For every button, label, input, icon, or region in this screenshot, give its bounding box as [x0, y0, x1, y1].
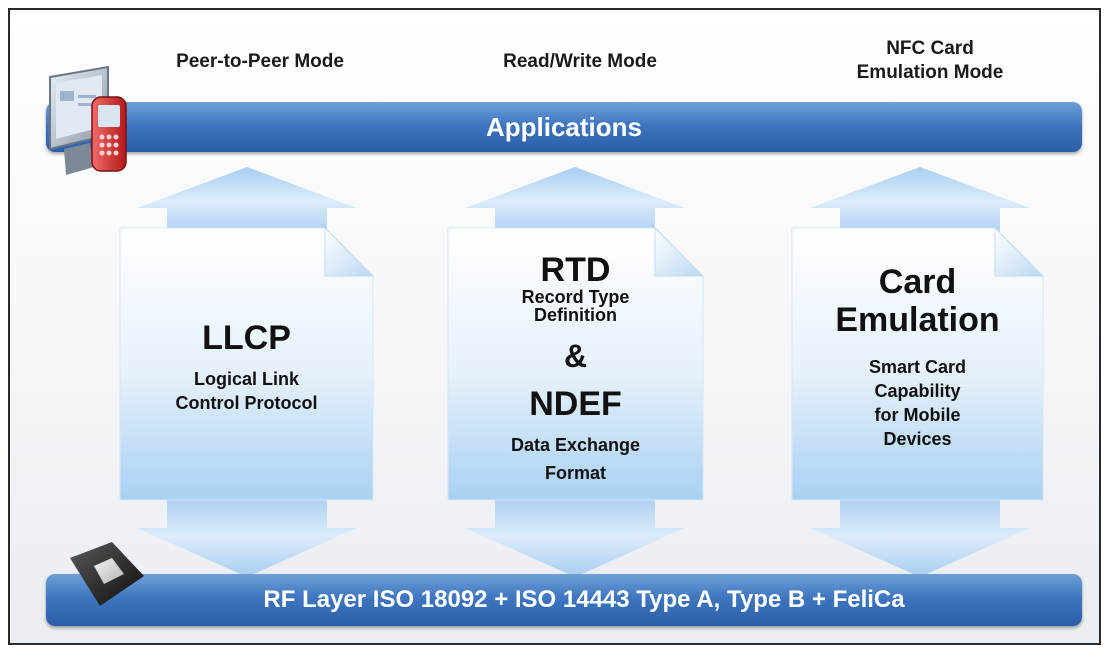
ndef-title: NDEF — [529, 385, 622, 423]
llcp-line1: Logical Link — [193, 369, 299, 389]
card-document-shape — [791, 226, 1045, 501]
up-arrow-3 — [810, 167, 1030, 236]
card-title1: Card — [878, 263, 957, 301]
mode-peer-to-peer: Peer-to-Peer Mode — [176, 51, 344, 72]
down-arrow-3 — [810, 496, 1030, 577]
llcp-document: LLCP Logical Link Control Protocol — [120, 228, 373, 500]
card-emulation-document: Card Emulation Smart Card Capability for… — [792, 228, 1043, 500]
card-line4: Devices — [883, 429, 952, 449]
mode-card-emulation: NFC Card Emulation Mode — [800, 37, 1060, 85]
card-line1: Smart Card — [868, 357, 967, 377]
mode-card-emulation-line2: Emulation Mode — [856, 62, 1004, 83]
ndef-sub1: Data Exchange — [510, 435, 641, 455]
chip-icon — [70, 542, 144, 606]
down-arrow-2 — [465, 496, 685, 577]
card-line2: Capability — [874, 381, 961, 401]
card-line3: for Mobile — [874, 405, 961, 425]
down-arrow-1 — [137, 496, 357, 577]
llcp-document-shape — [119, 226, 375, 501]
rtd-document-shape — [447, 226, 705, 501]
llcp-title: LLCP — [202, 319, 291, 357]
rtd-ampersand: & — [563, 338, 588, 374]
ndef-sub2: Format — [544, 463, 606, 483]
up-arrow-2 — [465, 167, 685, 236]
rf-layer-bar: RF Layer ISO 18092 + ISO 14443 Type A, T… — [46, 574, 1082, 626]
mode-read-write: Read/Write Mode — [503, 51, 657, 72]
rtd-title: RTD — [540, 251, 611, 289]
up-arrow-1 — [137, 167, 357, 236]
applications-bar: Applications — [46, 102, 1082, 152]
arrows-layer — [119, 167, 1045, 577]
rtd-sub1: Record Type — [521, 287, 630, 307]
llcp-line2: Control Protocol — [175, 393, 318, 413]
mode-card-emulation-line1: NFC Card — [886, 38, 974, 59]
card-title2: Emulation — [835, 301, 1000, 339]
computer-phone-icon — [49, 65, 127, 175]
diagram-frame: Peer-to-Peer Mode Read/Write Mode NFC Ca… — [8, 8, 1101, 645]
rtd-ndef-document: RTD Record Type Definition & NDEF Data E… — [448, 228, 703, 500]
rtd-sub2: Definition — [534, 305, 617, 325]
